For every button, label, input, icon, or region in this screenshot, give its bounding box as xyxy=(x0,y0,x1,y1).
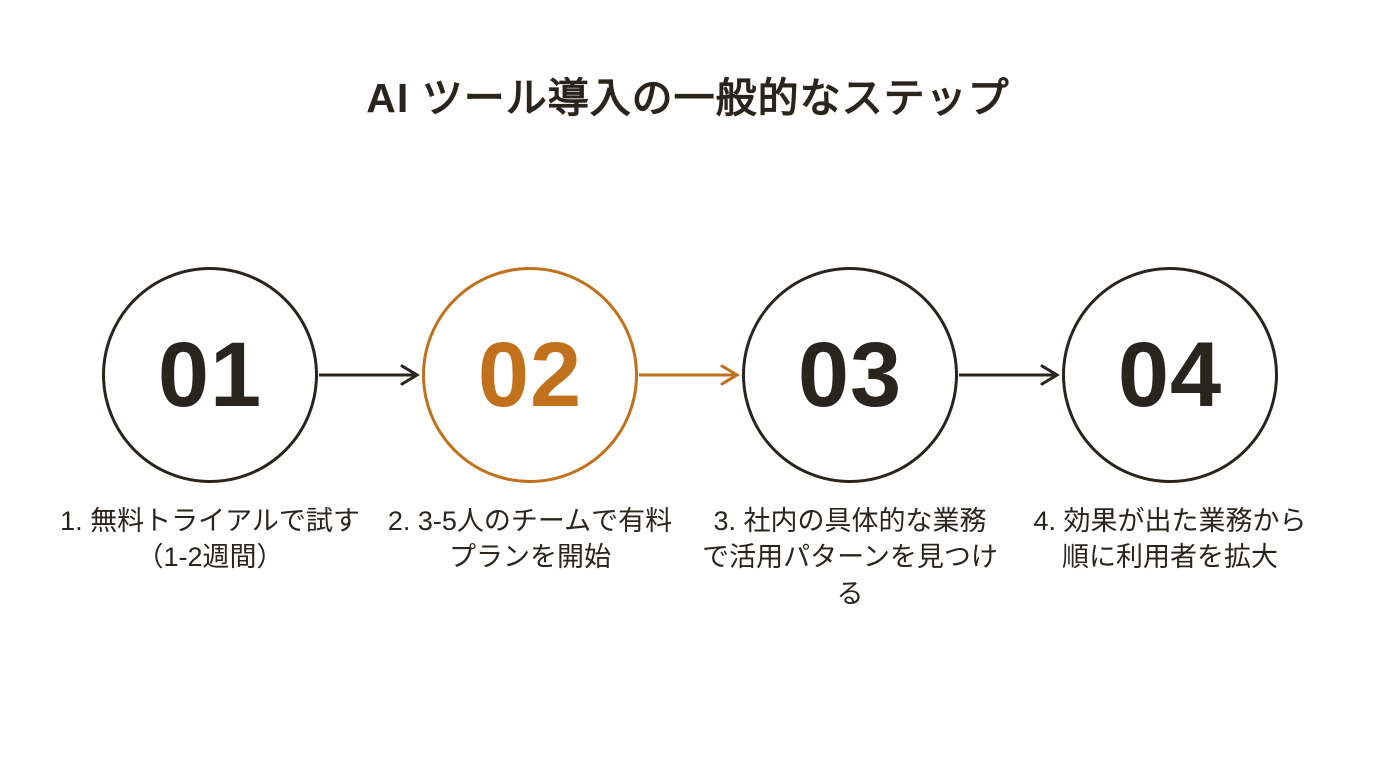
step-4-circle: 04 xyxy=(1062,267,1278,483)
step-1-caption: 1. 無料トライアルで試す（1-2週間） xyxy=(60,506,360,573)
step-4-number: 04 xyxy=(1117,324,1223,426)
step-4-caption: 4. 効果が出た業務から順に利用者を拡大 xyxy=(1033,506,1307,573)
step-2-number: 02 xyxy=(477,324,583,426)
step-1-number: 01 xyxy=(157,324,263,426)
diagram-title: AI ツール導入の一般的なステップ xyxy=(366,75,1010,121)
step-2-caption: 2. 3-5人のチームで有料プランを開始 xyxy=(387,506,673,573)
arrow-step3-to-step4-icon xyxy=(958,358,1062,392)
step-1: 01 1. 無料トライアルで試す（1-2週間） xyxy=(60,267,360,576)
step-1-circle: 01 xyxy=(102,267,318,483)
step-3: 03 3. 社内の具体的な業務で活用パターンを見つける xyxy=(700,267,1000,612)
step-3-caption: 3. 社内の具体的な業務で活用パターンを見つける xyxy=(702,506,998,609)
arrow-step1-to-step2-icon xyxy=(318,358,422,392)
step-2: 02 2. 3-5人のチームで有料プランを開始 xyxy=(380,267,680,576)
step-4: 04 4. 効果が出た業務から順に利用者を拡大 xyxy=(1020,267,1320,576)
step-3-circle: 03 xyxy=(742,267,958,483)
arrow-step2-to-step3-icon xyxy=(638,358,742,392)
step-3-number: 03 xyxy=(797,324,903,426)
step-2-circle: 02 xyxy=(422,267,638,483)
